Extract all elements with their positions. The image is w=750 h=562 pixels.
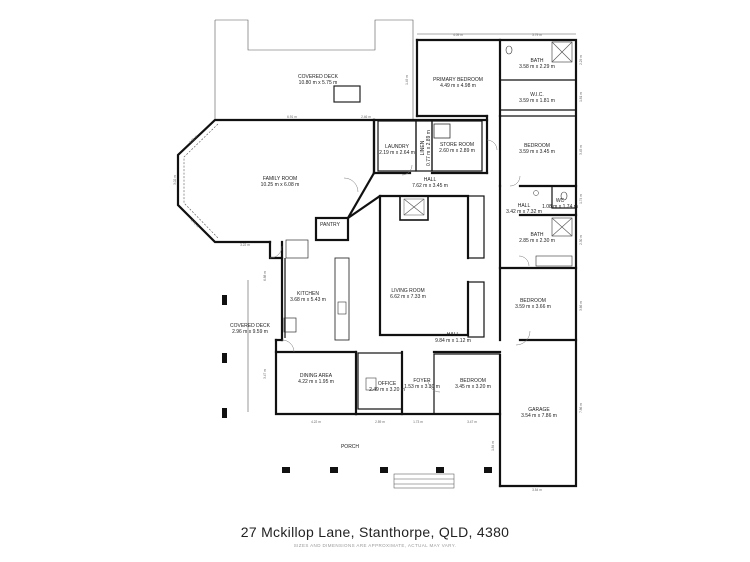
covered-deck-left-posts [222, 280, 249, 418]
dim-bottom-4: 3.47 m [467, 420, 477, 424]
bath-mid-name: BATH [531, 232, 544, 238]
pantry-walls [314, 216, 350, 242]
family-room-name: FAMILY ROOM [263, 176, 297, 182]
bedroom-2-name: BEDROOM [520, 298, 546, 304]
foyer-name: FOYER [413, 378, 431, 384]
hall-bottom-name: HALL [447, 332, 460, 338]
family-room-walls [176, 118, 376, 244]
dim-family-left: 3.02 m [173, 175, 177, 185]
dim-top-2: 3.79 m [532, 33, 542, 37]
pantry-name: PANTRY [320, 222, 340, 228]
linen-name: LINEN [420, 140, 426, 155]
dim-bed1-right: 3.45 m [579, 145, 583, 155]
dim-bath-right: 2.29 m [579, 55, 583, 65]
bedroom-2-size: 3.59 m x 3.66 m [515, 304, 551, 310]
bath-top-size: 3.58 m x 2.29 m [519, 64, 555, 70]
primary-bedroom-name: PRIMARY BEDROOM [433, 77, 483, 83]
foyer-size: 1.53 m x 3.30 m [404, 384, 440, 390]
dim-deck-left: 1.49 m [405, 75, 409, 85]
dim-deck-width-2: 2.46 m [361, 115, 371, 119]
dining-area-name: DINING AREA [300, 373, 333, 379]
garage-name: GARAGE [528, 407, 550, 413]
dim-garage-right: 7.86 m [579, 403, 583, 413]
dim-bay-1: 1.81 m [188, 134, 198, 144]
dim-garage-bottom: 3.54 m [532, 488, 542, 492]
hall-right-size: 3.42 m x 7.32 m [506, 209, 542, 215]
linen-size: 0.77 m x 2.89 m [426, 130, 432, 166]
dim-bath2-right: 2.30 m [579, 235, 583, 245]
covered-deck-left-name: COVERED DECK [230, 323, 271, 329]
dimension-labels: 4.09 m 3.79 m 2.29 m 1.81 m 3.45 m 1.74 … [173, 33, 583, 492]
primary-bedroom-size: 4.49 m x 4.98 m [440, 83, 476, 89]
living-room-name: LIVING ROOM [391, 288, 424, 294]
dim-bay-2: 1.71 m [190, 218, 200, 228]
porch-name: PORCH [341, 444, 359, 450]
bedroom-1-name: BEDROOM [524, 143, 550, 149]
covered-deck-top-outline [214, 19, 414, 121]
kitchen-walls [268, 239, 350, 342]
bedroom-1-size: 3.59 m x 3.45 m [519, 149, 555, 155]
dim-top-1: 4.09 m [453, 33, 463, 37]
store-room-name: STORE ROOM [440, 142, 474, 148]
bottom-rooms-walls [274, 338, 502, 416]
property-address: 27 Mckillop Lane, Stanthorpe, QLD, 4380 [240, 524, 510, 540]
family-room-size: 10.25 m x 6.08 m [261, 182, 300, 188]
dim-dining-left: 3.47 m [263, 369, 267, 379]
living-room-size: 6.62 m x 7.33 m [390, 294, 426, 300]
kitchen-size: 3.68 m x 5.43 m [290, 297, 326, 303]
bath-top-name: BATH [531, 58, 544, 64]
wic-size: 3.59 m x 1.81 m [519, 98, 555, 104]
dining-area-size: 4.22 m x 1.95 m [298, 379, 334, 385]
hall-bottom-size: 9.84 m x 1.12 m [435, 338, 471, 344]
dim-bottom-1: 4.22 m [311, 420, 321, 424]
bath-mid-size: 2.85 m x 2.30 m [519, 238, 555, 244]
dimensions-disclaimer: SIZES AND DIMENSIONS ARE APPROXIMATE, AC… [293, 543, 457, 548]
covered-deck-top-size: 10.80 m x 5.75 m [299, 80, 338, 86]
wc-size: 1.08 m x 1.74 m [542, 204, 578, 210]
bedroom-3-size: 3.45 m x 3.20 m [455, 384, 491, 390]
dim-family-bottom: 3.22 m [240, 243, 250, 247]
room-labels: COVERED DECK 10.80 m x 5.75 m PRIMARY BE… [230, 58, 578, 450]
dim-bottom-3: 1.73 m [413, 420, 423, 424]
covered-deck-top-name: COVERED DECK [298, 74, 339, 80]
porch-posts [282, 467, 492, 489]
laundry-name: LAUNDRY [385, 144, 409, 150]
bath-fixtures [505, 41, 573, 267]
hall-top-size: 7.62 m x 3.45 m [412, 183, 448, 189]
dim-porch-right: 1.84 m [491, 441, 495, 451]
store-room-size: 2.60 m x 2.89 m [439, 148, 475, 154]
dim-wic-right: 1.81 m [579, 92, 583, 102]
door-swings [269, 139, 531, 393]
laundry-size: 2.19 m x 2.64 m [379, 150, 415, 156]
living-room-walls [346, 194, 485, 338]
dim-deck-width: 6.91 m [287, 115, 297, 119]
right-wing-walls [415, 38, 578, 488]
hall-top-name: HALL [424, 177, 437, 183]
dim-bottom-2: 2.59 m [375, 420, 385, 424]
kitchen-name: KITCHEN [297, 291, 319, 297]
dim-bed2-right: 3.66 m [579, 301, 583, 311]
bedroom-3-name: BEDROOM [460, 378, 486, 384]
wic-name: W.I.C. [530, 92, 544, 98]
dim-wc-right: 1.74 m [579, 194, 583, 204]
office-name: OFFICE [378, 381, 397, 387]
wc-name: WC [556, 198, 565, 204]
office-size: 2.49 m x 3.20 m [369, 387, 405, 393]
dim-kitchen-left: 6.88 m [263, 271, 267, 281]
hall-right-name: HALL [518, 203, 531, 209]
covered-deck-left-size: 2.96 m x 9.59 m [232, 329, 268, 335]
garage-size: 3.54 m x 7.86 m [521, 413, 557, 419]
